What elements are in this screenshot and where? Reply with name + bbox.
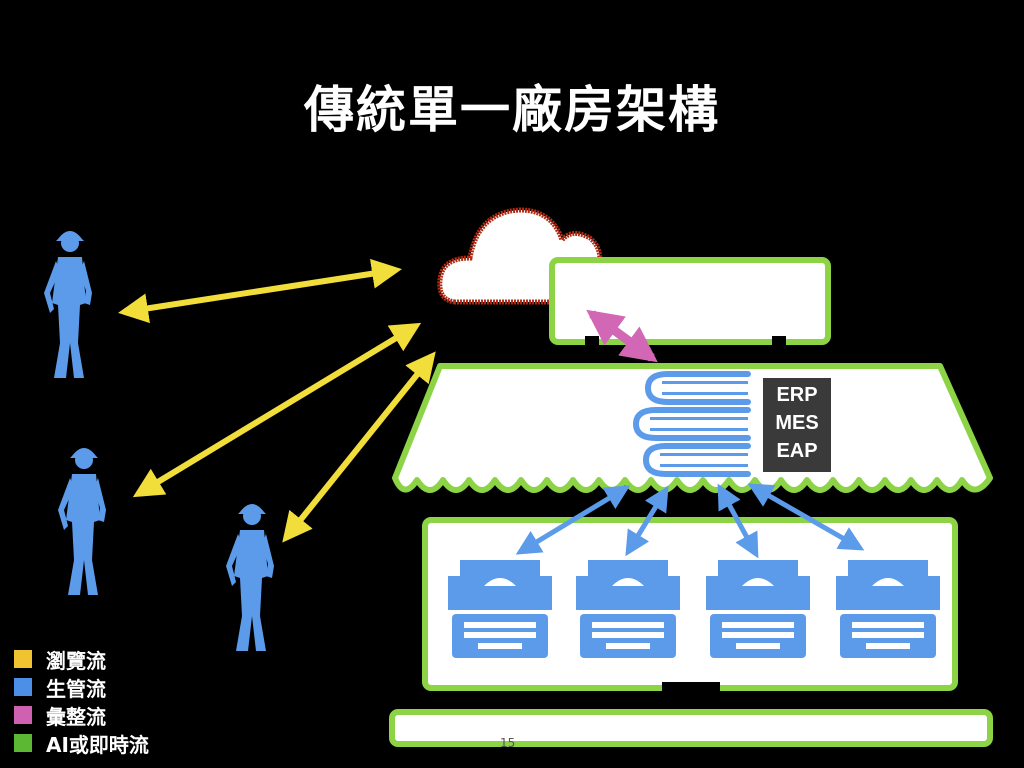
factory-top-gap-mid: [772, 336, 786, 366]
database-books-icon: [632, 371, 751, 477]
legend: 瀏覽流 生管流 彙整流 AI或即時流: [14, 645, 149, 757]
factory-top-gap-left: [585, 336, 599, 366]
database-books-fill: [650, 381, 748, 467]
legend-item-browse: 瀏覽流: [14, 645, 149, 673]
page-number: 15: [500, 736, 516, 750]
legend-swatch-browse: [14, 650, 32, 668]
legend-swatch-aggregate: [14, 706, 32, 724]
systems-label-box: ERP MES EAP: [763, 378, 831, 472]
factory-top-section: [549, 257, 831, 345]
factory-base: [389, 709, 993, 747]
typewriter-icon-3: [706, 560, 810, 658]
page-title: 傳統單一廠房架構: [304, 81, 720, 139]
system-eap: EAP: [776, 440, 818, 462]
production-flow-arrows: [515, 483, 865, 559]
legend-label-aggregate: 彙整流: [46, 704, 106, 729]
typewriter-icon-4: [836, 560, 940, 658]
worker-icon-2: [58, 448, 106, 595]
typewriter-icon-2: [576, 560, 680, 658]
factory-floor-gap: [662, 682, 720, 694]
legend-swatch-ai: [14, 734, 32, 752]
legend-label-ai: AI或即時流: [46, 732, 149, 757]
worker-icon-1: [44, 231, 92, 378]
worker-icon-3: [226, 504, 274, 651]
legend-item-aggregate: 彙整流: [14, 701, 149, 729]
legend-item-ai: AI或即時流: [14, 729, 149, 757]
legend-label-browse: 瀏覽流: [46, 648, 106, 673]
legend-swatch-production: [14, 678, 32, 696]
aggregate-flow-arrow: [586, 309, 658, 363]
legend-label-production: 生管流: [46, 676, 106, 701]
system-mes: MES: [775, 412, 819, 434]
legend-item-production: 生管流: [14, 673, 149, 701]
typewriter-icon-1: [448, 560, 552, 658]
browse-flow-arrows: [118, 258, 436, 543]
system-erp: ERP: [776, 384, 818, 406]
